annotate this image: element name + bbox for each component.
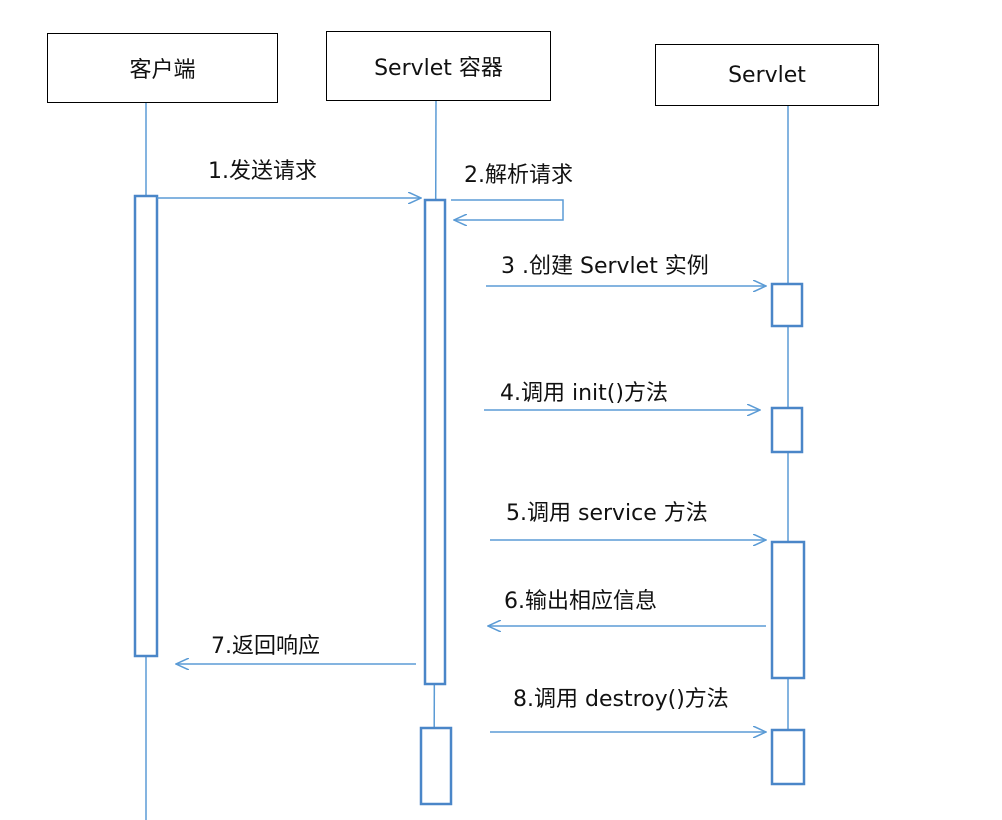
message-label-7: 7.返回响应 bbox=[211, 634, 320, 659]
activation-container-main bbox=[423, 198, 447, 686]
activation-container-destroy bbox=[419, 726, 453, 806]
activation-servlet-create bbox=[770, 282, 804, 328]
participant-servlet: Servlet bbox=[655, 44, 879, 106]
message-label-8: 8.调用 destroy()方法 bbox=[513, 687, 729, 712]
message-label-2: 2.解析请求 bbox=[464, 163, 573, 188]
activation-servlet-destroy bbox=[770, 728, 806, 786]
participant-container: Servlet 容器 bbox=[326, 31, 551, 101]
arrow-2-parse-request bbox=[451, 199, 564, 220]
activation-servlet-init bbox=[770, 406, 804, 454]
message-label-1: 1.发送请求 bbox=[208, 159, 317, 184]
message-label-3: 3 .创建 Servlet 实例 bbox=[501, 254, 709, 279]
participant-client: 客户端 bbox=[47, 33, 278, 103]
participant-container-label: Servlet 容器 bbox=[374, 56, 503, 81]
participant-servlet-label: Servlet bbox=[728, 62, 806, 88]
activation-client bbox=[133, 194, 159, 658]
participant-client-label: 客户端 bbox=[129, 58, 196, 83]
message-label-4: 4.调用 init()方法 bbox=[500, 381, 668, 406]
message-label-6: 6.输出相应信息 bbox=[504, 589, 657, 614]
message-label-5: 5.调用 service 方法 bbox=[506, 501, 708, 526]
activation-servlet-service bbox=[770, 540, 806, 680]
